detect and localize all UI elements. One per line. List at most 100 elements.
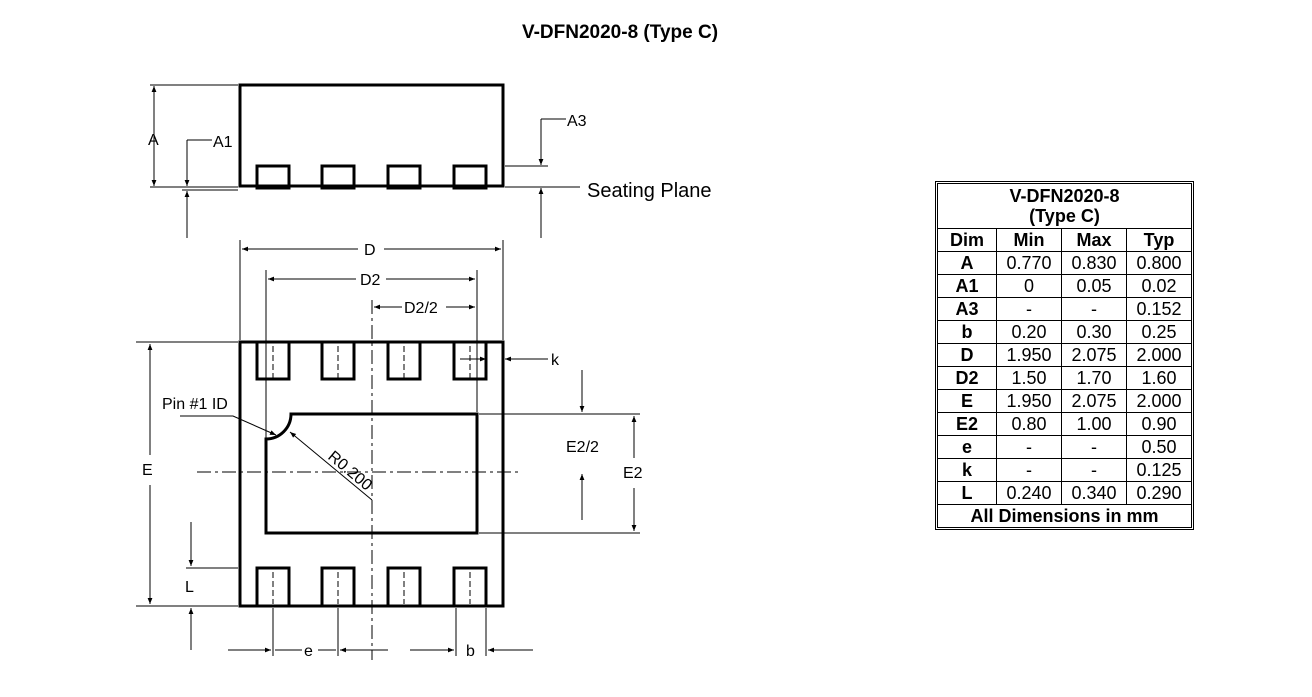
table-row: A3--0.152 xyxy=(937,297,1192,321)
dim-cell: D2 xyxy=(937,366,997,390)
dim-cell: e xyxy=(937,435,997,459)
min-cell: - xyxy=(996,435,1062,459)
max-cell: 0.340 xyxy=(1061,481,1127,505)
label-D: D xyxy=(364,242,376,259)
bottom-pad-2 xyxy=(320,566,356,608)
max-cell: 1.70 xyxy=(1061,366,1127,390)
label-b: b xyxy=(466,643,475,660)
label-A: A xyxy=(148,132,159,149)
typ-cell: 0.152 xyxy=(1126,297,1192,321)
max-cell: 2.075 xyxy=(1061,343,1127,367)
top-pad-2 xyxy=(320,340,356,381)
table-title-line2: (Type C) xyxy=(1029,206,1100,226)
package-drawing: A A1 A3 Seating Plane xyxy=(136,83,712,660)
typ-cell: 0.125 xyxy=(1126,458,1192,482)
table-row: e--0.50 xyxy=(937,435,1192,459)
min-cell: 0.80 xyxy=(996,412,1062,436)
min-cell: 0.240 xyxy=(996,481,1062,505)
dim-cell: A3 xyxy=(937,297,997,321)
table-title-line1: V-DFN2020-8 xyxy=(1009,186,1120,206)
table-title: V-DFN2020-8 (Type C) xyxy=(937,183,1192,229)
typ-cell: 0.90 xyxy=(1126,412,1192,436)
min-cell: 0.20 xyxy=(996,320,1062,344)
min-cell: - xyxy=(996,297,1062,321)
max-cell: 0.830 xyxy=(1061,251,1127,275)
label-seating-plane: Seating Plane xyxy=(587,180,712,202)
dim-cell: A1 xyxy=(937,274,997,298)
typ-cell: 0.800 xyxy=(1126,251,1192,275)
col-header-max: Max xyxy=(1061,228,1127,252)
typ-cell: 1.60 xyxy=(1126,366,1192,390)
label-k: k xyxy=(551,352,560,369)
col-header-min: Min xyxy=(996,228,1062,252)
typ-cell: 0.290 xyxy=(1126,481,1192,505)
max-cell: - xyxy=(1061,435,1127,459)
dim-cell: D xyxy=(937,343,997,367)
min-cell: - xyxy=(996,458,1062,482)
side-lead-4 xyxy=(452,164,488,190)
dim-cell: L xyxy=(937,481,997,505)
label-D2: D2 xyxy=(360,272,381,289)
typ-cell: 0.25 xyxy=(1126,320,1192,344)
label-L: L xyxy=(185,579,194,596)
table-row: k--0.125 xyxy=(937,458,1192,482)
label-A1: A1 xyxy=(213,134,233,151)
max-cell: 0.05 xyxy=(1061,274,1127,298)
dim-cell: b xyxy=(937,320,997,344)
min-cell: 0 xyxy=(996,274,1062,298)
dim-cell: A xyxy=(937,251,997,275)
dim-cell: E xyxy=(937,389,997,413)
side-view: A A1 A3 Seating Plane xyxy=(148,83,712,238)
max-cell: - xyxy=(1061,458,1127,482)
typ-cell: 0.02 xyxy=(1126,274,1192,298)
bottom-pad-1 xyxy=(255,566,291,608)
top-pad-4 xyxy=(452,340,488,381)
bottom-pad-4 xyxy=(452,566,488,608)
label-E: E xyxy=(142,462,153,479)
top-view: D D2 D2/2 k Pin #1 ID R0.200 E E2/2 xyxy=(136,240,643,660)
max-cell: 0.30 xyxy=(1061,320,1127,344)
label-A3: A3 xyxy=(567,113,587,130)
label-E2: E2 xyxy=(623,465,643,482)
dim-cell: k xyxy=(937,458,997,482)
label-E2-half: E2/2 xyxy=(566,439,599,456)
max-cell: - xyxy=(1061,297,1127,321)
exposed-pad xyxy=(264,412,479,535)
min-cell: 1.950 xyxy=(996,343,1062,367)
side-lead-3 xyxy=(386,164,422,190)
col-header-dim: Dim xyxy=(937,228,997,252)
drawing-title: V-DFN2020-8 (Type C) xyxy=(521,22,719,43)
top-pad-3 xyxy=(386,340,422,381)
dim-cell: E2 xyxy=(937,412,997,436)
bottom-pad-3 xyxy=(386,566,422,608)
label-R: R0.200 xyxy=(324,448,375,494)
label-pin1-id: Pin #1 ID xyxy=(162,396,228,413)
table-footer: All Dimensions in mm xyxy=(937,504,1192,528)
top-pad-1 xyxy=(255,340,291,381)
max-cell: 1.00 xyxy=(1061,412,1127,436)
label-e: e xyxy=(304,643,313,660)
min-cell: 1.950 xyxy=(996,389,1062,413)
min-cell: 0.770 xyxy=(996,251,1062,275)
max-cell: 2.075 xyxy=(1061,389,1127,413)
side-body xyxy=(238,83,505,188)
min-cell: 1.50 xyxy=(996,366,1062,390)
side-lead-2 xyxy=(320,164,356,190)
typ-cell: 2.000 xyxy=(1126,389,1192,413)
col-header-typ: Typ xyxy=(1126,228,1192,252)
label-D2-half: D2/2 xyxy=(404,300,438,317)
typ-cell: 2.000 xyxy=(1126,343,1192,367)
typ-cell: 0.50 xyxy=(1126,435,1192,459)
table-header-row: Dim Min Max Typ xyxy=(937,228,1192,252)
side-lead-1 xyxy=(255,164,291,190)
